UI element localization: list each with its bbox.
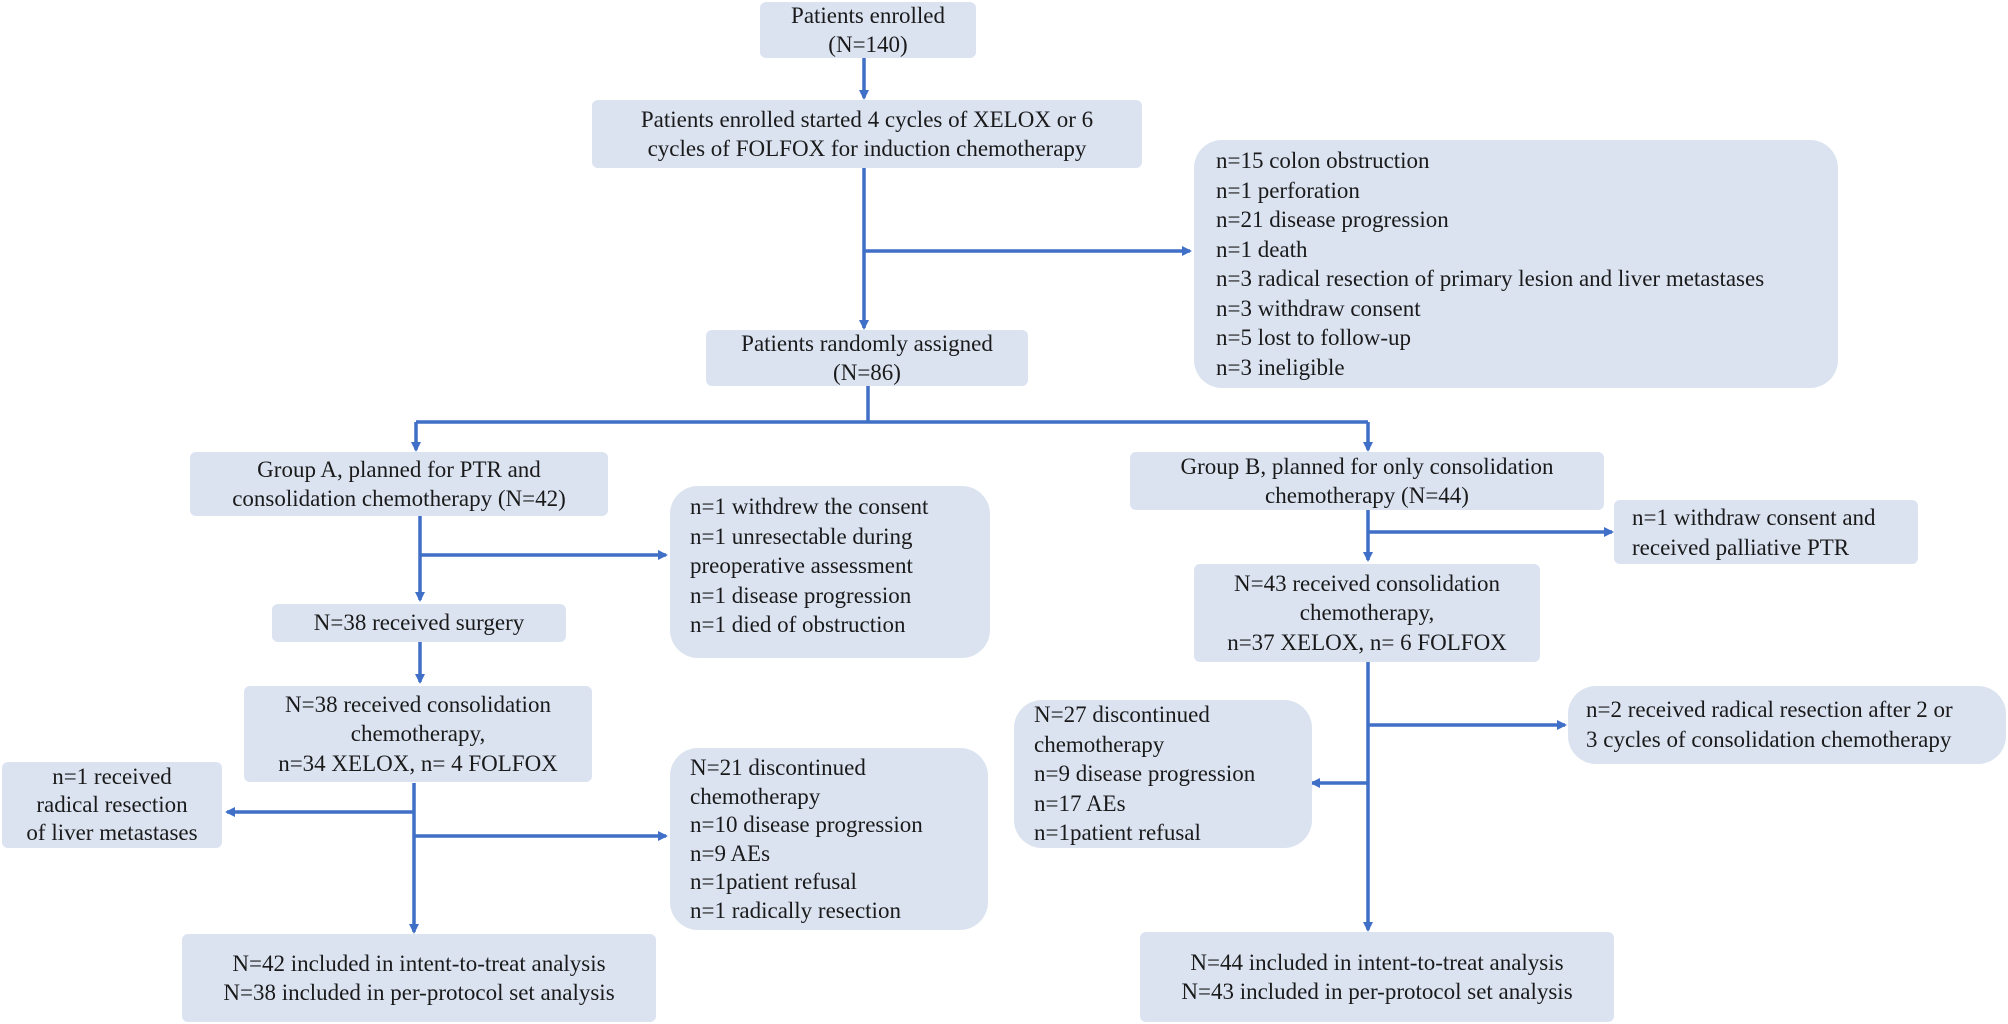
- b-radical-line: 3 cycles of consolidation chemotherapy: [1586, 726, 1952, 752]
- group-b-line: Group B, planned for only consolidation: [1180, 453, 1554, 479]
- group-a-box: Group A, planned for PTR and consolidatio…: [190, 452, 608, 516]
- induction-box: Patients enrolled started 4 cycles of XE…: [592, 100, 1142, 168]
- a-surgery-line: N=38 received surgery: [313, 610, 525, 636]
- a-exits-line: preoperative assessment: [690, 553, 913, 578]
- b-radical-line: n=2 received radical resection after 2 o…: [1586, 697, 1953, 722]
- a-exits-box: n=1 withdrew the consent n=1 unresectable…: [670, 486, 990, 658]
- b-consolidation-line: n=37 XELOX, n= 6 FOLFOX: [1227, 629, 1507, 655]
- a-analysis-box: N=42 included in intent-to-treat analysi…: [182, 934, 656, 1022]
- enrolled-line: Patients enrolled: [791, 2, 945, 28]
- a-exits-line: n=1 withdrew the consent: [690, 494, 929, 519]
- group-a-line: Group A, planned for PTR and: [257, 456, 541, 482]
- a-consolidation-line: chemotherapy,: [350, 721, 486, 747]
- excluded-line: n=3 withdraw consent: [1216, 295, 1421, 321]
- a-analysis-line: N=42 included in intent-to-treat analysi…: [232, 950, 606, 976]
- b-discontinued-line: chemotherapy: [1034, 731, 1165, 757]
- enrolled-box: Patients enrolled (N=140): [760, 2, 976, 58]
- group-b-box: Group B, planned for only consolidation c…: [1130, 452, 1604, 510]
- b-withdraw-box: n=1 withdraw consent and received palliat…: [1614, 500, 1918, 564]
- b-consolidation-line: chemotherapy,: [1299, 600, 1435, 626]
- a-discontinued-line: n=1 radically resection: [690, 897, 901, 923]
- b-consolidation-box: N=43 received consolidation chemotherapy,…: [1194, 564, 1540, 662]
- b-consolidation-line: N=43 received consolidation: [1234, 570, 1500, 596]
- a-discontinued-line: n=10 disease progression: [690, 812, 923, 837]
- a-radical-line: of liver metastases: [26, 820, 198, 845]
- b-discontinued-line: n=9 disease progression: [1034, 761, 1256, 786]
- a-surgery-box: N=38 received surgery: [272, 604, 566, 642]
- b-analysis-box: N=44 included in intent-to-treat analysi…: [1140, 932, 1614, 1022]
- excluded-line: n=1 perforation: [1216, 177, 1360, 203]
- excluded-line: n=1 death: [1216, 236, 1308, 262]
- b-withdraw-line: n=1 withdraw consent and: [1632, 505, 1876, 530]
- b-analysis-line: N=43 included in per-protocol set analys…: [1181, 979, 1573, 1004]
- b-withdraw-line: received palliative PTR: [1632, 534, 1850, 560]
- a-discontinued-line: chemotherapy: [690, 783, 821, 809]
- excluded-line: n=3 ineligible: [1216, 354, 1345, 380]
- induction-line: cycles of FOLFOX for induction chemother…: [647, 136, 1087, 161]
- excluded-line: n=5 lost to follow-up: [1216, 325, 1412, 350]
- b-discontinued-line: N=27 discontinued: [1034, 702, 1210, 727]
- a-discontinued-line: n=9 AEs: [690, 840, 771, 866]
- b-discontinued-line: n=1patient refusal: [1034, 820, 1201, 845]
- a-exits-line: n=1 died of obstruction: [690, 612, 906, 637]
- excluded-line: n=15 colon obstruction: [1216, 148, 1430, 173]
- a-exits-line: n=1 disease progression: [690, 582, 912, 608]
- a-discontinued-box: N=21 discontinued chemotherapy n=10 diseas…: [670, 748, 988, 930]
- enrolled-line: (N=140): [828, 32, 908, 57]
- a-analysis-line: N=38 included in per-protocol set analys…: [223, 980, 615, 1005]
- b-radical-box: n=2 received radical resection after 2 o…: [1568, 686, 2006, 764]
- a-consolidation-line: N=38 received consolidation: [285, 691, 551, 717]
- b-analysis-line: N=44 included in intent-to-treat analysi…: [1190, 949, 1564, 975]
- excluded-line: n=3 radical resection of primary lesion …: [1216, 266, 1765, 291]
- randomized-line: Patients randomly assigned: [741, 330, 993, 356]
- excluded-line: n=21 disease progression: [1216, 207, 1449, 232]
- a-discontinued-line: n=1patient refusal: [690, 869, 857, 894]
- excluded-box: n=15 colon obstruction n=1 perforation n=2…: [1194, 140, 1838, 388]
- group-b-line: chemotherapy (N=44): [1265, 483, 1469, 508]
- induction-line: Patients enrolled started 4 cycles of XE…: [640, 106, 1094, 132]
- group-a-line: consolidation chemotherapy (N=42): [232, 486, 566, 511]
- a-radical-box: n=1 received radical resection of liver me…: [2, 762, 222, 848]
- randomized-line: (N=86): [833, 360, 901, 385]
- a-consolidation-box: N=38 received consolidation chemotherapy,…: [244, 686, 592, 782]
- a-radical-line: n=1 received: [52, 764, 172, 789]
- a-discontinued-line: N=21 discontinued: [690, 755, 866, 780]
- a-exits-line: n=1 unresectable during: [690, 523, 913, 549]
- a-radical-line: radical resection: [36, 792, 188, 817]
- a-consolidation-line: n=34 XELOX, n= 4 FOLFOX: [278, 750, 558, 776]
- b-discontinued-box: N=27 discontinued chemotherapy n=9 disease…: [1014, 700, 1312, 848]
- randomized-box: Patients randomly assigned (N=86): [706, 330, 1028, 386]
- b-discontinued-line: n=17 AEs: [1034, 790, 1126, 816]
